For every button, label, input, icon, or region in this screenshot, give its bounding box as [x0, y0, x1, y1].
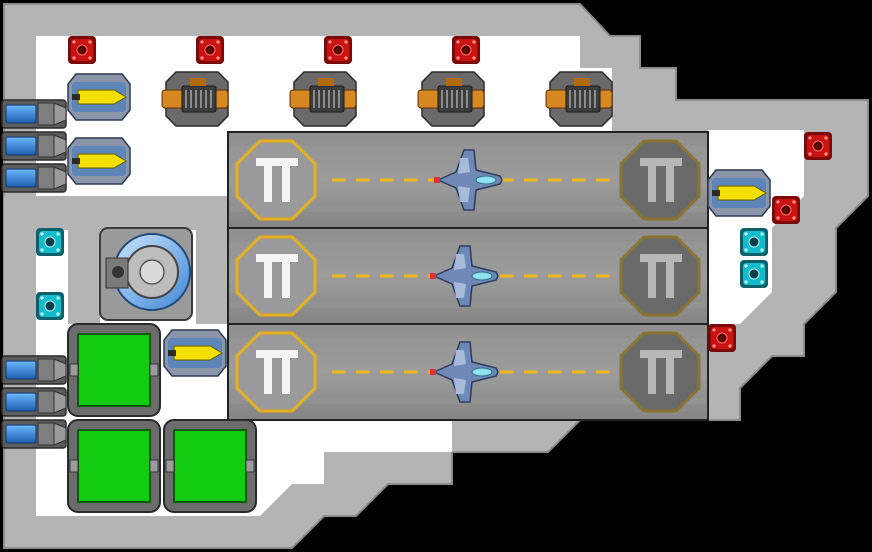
cannon-turret-icon[interactable] [289, 71, 357, 127]
hangar-door-marker-icon [235, 235, 317, 317]
hangar-door-marker-icon [619, 235, 701, 317]
hangar-door-marker-icon [619, 331, 701, 413]
red-alarm-icon[interactable] [772, 196, 800, 224]
thruster-icon[interactable] [1, 355, 67, 385]
red-alarm-icon[interactable] [708, 324, 736, 352]
cannon-turret-icon[interactable] [417, 71, 485, 127]
thruster-icon[interactable] [1, 387, 67, 417]
cyan-sensor-icon[interactable] [36, 228, 64, 256]
hangar-door-marker-icon [235, 331, 317, 413]
fighter-ship-icon[interactable] [430, 341, 499, 403]
thruster-icon[interactable] [1, 163, 67, 193]
thruster-icon[interactable] [1, 419, 67, 449]
hull-partition [4, 196, 36, 356]
storage-module-icon[interactable] [67, 323, 161, 417]
hull-partition [196, 196, 228, 324]
thruster-icon[interactable] [1, 131, 67, 161]
cannon-turret-icon[interactable] [161, 71, 229, 127]
missile-launcher-icon[interactable] [67, 73, 131, 121]
cannon-turret-icon[interactable] [545, 71, 613, 127]
missile-launcher-icon[interactable] [707, 169, 771, 217]
hangar-bays [227, 131, 709, 421]
red-alarm-icon[interactable] [804, 132, 832, 160]
ship-modules [1, 36, 832, 513]
hangar-door-marker-icon [619, 139, 701, 221]
red-alarm-icon[interactable] [196, 36, 224, 64]
missile-launcher-icon[interactable] [163, 329, 227, 377]
hangar-pad[interactable] [227, 227, 709, 325]
hull-partition [4, 196, 228, 230]
reactor-core-icon[interactable] [99, 227, 193, 321]
red-alarm-icon[interactable] [452, 36, 480, 64]
thruster-icon[interactable] [1, 99, 67, 129]
red-alarm-icon[interactable] [324, 36, 352, 64]
cyan-sensor-icon[interactable] [740, 260, 768, 288]
hangar-pad[interactable] [227, 131, 709, 229]
storage-module-icon[interactable] [67, 419, 161, 513]
missile-launcher-icon[interactable] [67, 137, 131, 185]
red-alarm-icon[interactable] [68, 36, 96, 64]
fighter-ship-icon[interactable] [434, 149, 503, 211]
hangar-pad[interactable] [227, 323, 709, 421]
hangar-door-marker-icon [235, 139, 317, 221]
cyan-sensor-icon[interactable] [36, 292, 64, 320]
fighter-ship-icon[interactable] [430, 245, 499, 307]
hull-partition [68, 196, 100, 324]
cyan-sensor-icon[interactable] [740, 228, 768, 256]
storage-module-icon[interactable] [163, 419, 257, 513]
